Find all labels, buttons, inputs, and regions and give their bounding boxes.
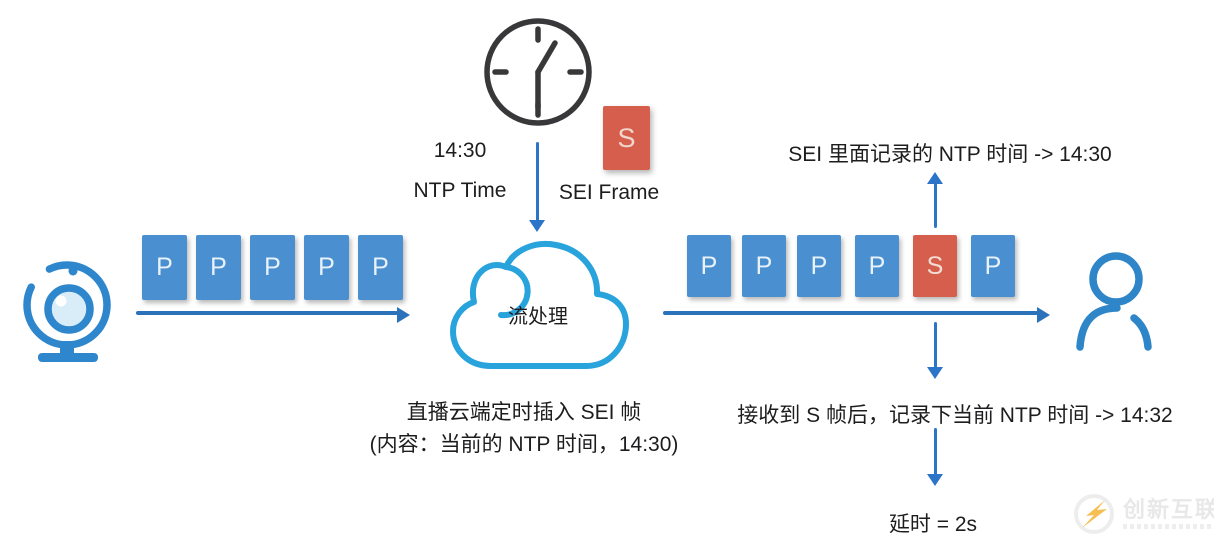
right-frame-row: P P P P S P bbox=[687, 235, 1015, 297]
note-insert-line1: 直播云端定时插入 SEI 帧 bbox=[406, 401, 642, 424]
s-frame: S bbox=[913, 235, 957, 297]
p-frame: P bbox=[304, 235, 349, 300]
p-frame: P bbox=[687, 235, 731, 297]
p-frame: P bbox=[142, 235, 187, 300]
ntp-time-label: NTP Time bbox=[413, 179, 507, 202]
left-frame-row: P P P P P bbox=[142, 235, 403, 300]
cloud-icon bbox=[450, 241, 629, 369]
p-frame: P bbox=[250, 235, 295, 300]
watermark-brand: 创新互联 bbox=[1123, 497, 1214, 522]
note-sei-recorded: SEI 里面记录的 NTP 时间 -> 14:30 bbox=[788, 143, 1112, 166]
p-frame: P bbox=[855, 235, 899, 297]
cloud-label: 流处理 bbox=[508, 306, 568, 328]
p-frame: P bbox=[742, 235, 786, 297]
ntp-time-value: 14:30 bbox=[433, 139, 487, 162]
clock-icon bbox=[484, 18, 592, 126]
p-frame: P bbox=[196, 235, 241, 300]
person-icon bbox=[1076, 252, 1152, 351]
watermark-subtext-strip bbox=[1123, 524, 1214, 529]
p-frame: P bbox=[971, 235, 1015, 297]
sei-frame-square: S bbox=[603, 106, 650, 170]
note-receive: 接收到 S 帧后，记录下当前 NTP 时间 -> 14:32 bbox=[737, 404, 1173, 427]
note-delay: 延时 = 2s bbox=[888, 513, 978, 536]
watermark: 创新互联 bbox=[1072, 492, 1214, 536]
webcam-icon bbox=[23, 261, 111, 362]
p-frame: P bbox=[797, 235, 841, 297]
watermark-logo-icon bbox=[1074, 494, 1114, 534]
sei-frame-letter: S bbox=[617, 122, 636, 153]
sei-frame-label: SEI Frame bbox=[558, 181, 660, 204]
p-frame: P bbox=[358, 235, 403, 300]
note-insert-line2: (内容：当前的 NTP 时间，14:30) bbox=[369, 433, 679, 456]
